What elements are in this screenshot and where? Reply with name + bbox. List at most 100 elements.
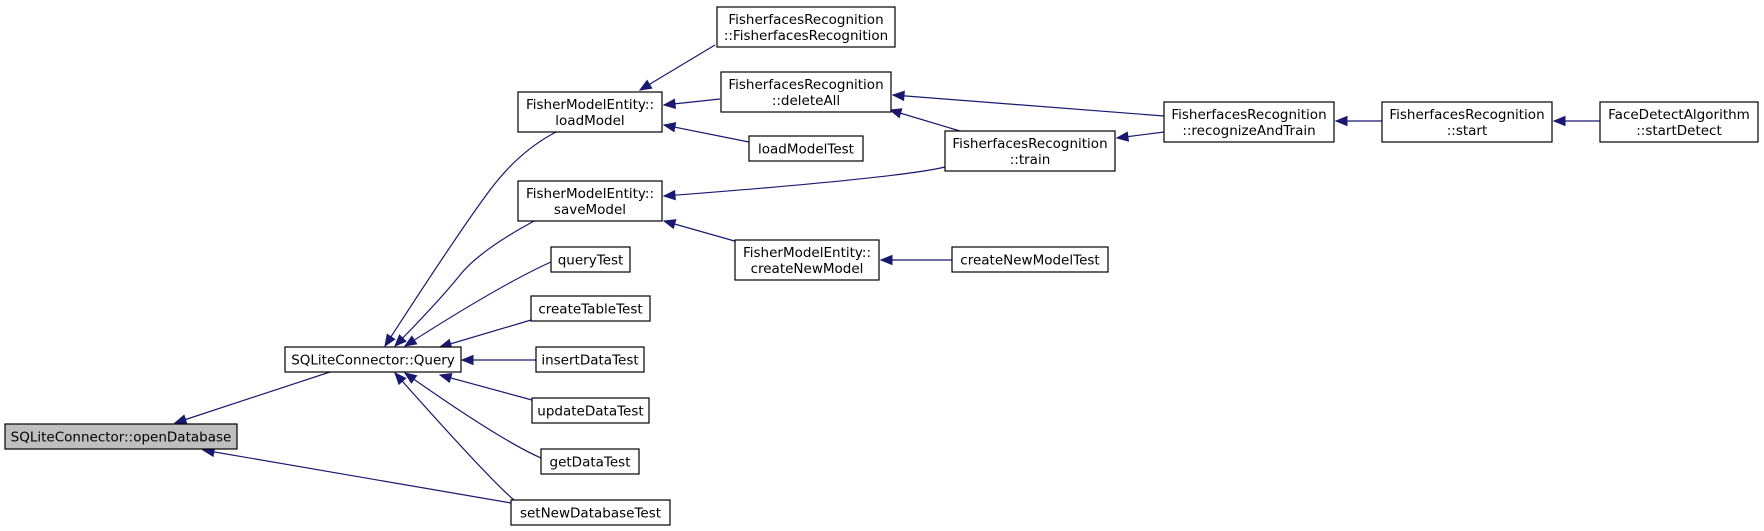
arrowhead <box>662 98 676 109</box>
arrowhead <box>662 122 677 133</box>
node-load-model-test[interactable]: loadModelTest <box>748 135 864 162</box>
arrowhead <box>438 372 453 384</box>
node-label: loadModelTest <box>758 142 854 158</box>
edge-update_data_test-to-query <box>438 372 533 401</box>
node-label: loadModel <box>555 113 624 129</box>
node-box <box>4 423 238 450</box>
edge-load_model-to-query <box>384 130 559 348</box>
node-label: createNewModelTest <box>960 253 1099 269</box>
edge-line <box>663 220 739 243</box>
node-box <box>716 6 896 48</box>
node-box <box>720 71 892 113</box>
arrowhead <box>403 335 418 347</box>
node-load-model[interactable]: FisherModelEntity::loadModel <box>517 91 663 133</box>
node-box <box>535 346 645 373</box>
node-box <box>517 91 663 133</box>
node-box <box>951 246 1109 273</box>
edge-line <box>663 124 750 143</box>
arrowhead <box>394 372 407 386</box>
edge-query_test-to-query <box>403 261 552 347</box>
node-box <box>517 180 663 222</box>
node-label: FisherModelEntity:: <box>743 245 871 261</box>
arrowhead <box>1552 115 1566 127</box>
edge-delete_all-to-load_model <box>662 98 721 109</box>
arrowhead <box>1334 115 1348 127</box>
node-set-new-database-test[interactable]: setNewDatabaseTest <box>510 499 671 526</box>
node-create-table-test[interactable]: createTableTest <box>530 295 651 322</box>
node-delete-all[interactable]: FisherfacesRecognition::deleteAll <box>720 71 892 113</box>
nodes-layer: SQLiteConnector::openDatabase SQLiteConne… <box>4 6 1759 526</box>
node-train[interactable]: FisherfacesRecognition::train <box>944 130 1116 172</box>
edges-layer <box>173 44 1600 504</box>
node-box <box>748 135 864 162</box>
edge-recognize_and_train-to-delete_all <box>891 90 1165 117</box>
arrowhead <box>879 254 893 266</box>
arrowhead <box>662 219 677 230</box>
edge-load_model_test-to-load_model <box>662 122 750 143</box>
node-label: ::deleteAll <box>772 93 840 109</box>
node-get-data-test[interactable]: getDataTest <box>540 448 640 475</box>
edge-create_new_model-to-save_model <box>662 219 739 243</box>
node-box <box>550 246 631 273</box>
node-box <box>1599 101 1759 143</box>
edge-train-to-delete_all <box>888 108 961 132</box>
node-recognize-and-train[interactable]: FisherfacesRecognition::recognizeAndTrai… <box>1163 101 1335 143</box>
edge-line <box>394 372 515 501</box>
node-box <box>540 448 640 475</box>
edge-line <box>174 371 331 424</box>
node-create-new-model-test[interactable]: createNewModelTest <box>951 246 1109 273</box>
node-label: ::train <box>1010 152 1051 168</box>
edge-create_table_test-to-query <box>438 319 532 349</box>
node-label: ::recognizeAndTrain <box>1182 123 1315 139</box>
arrowhead <box>891 90 905 102</box>
node-query[interactable]: SQLiteConnector::Query <box>284 346 462 373</box>
arrowhead <box>1115 131 1130 142</box>
node-label: ::start <box>1447 123 1488 139</box>
node-fisherfaces-ctor[interactable]: FisherfacesRecognition::FisherfacesRecog… <box>716 6 896 48</box>
node-label: queryTest <box>558 253 624 269</box>
node-query-test[interactable]: queryTest <box>550 246 631 273</box>
arrowhead <box>394 334 407 347</box>
node-open-database[interactable]: SQLiteConnector::openDatabase <box>4 423 238 450</box>
node-label: createNewModel <box>751 261 864 277</box>
node-label: FisherfacesRecognition <box>728 12 883 28</box>
node-label: saveModel <box>554 202 626 218</box>
node-update-data-test[interactable]: updateDataTest <box>531 397 650 424</box>
edge-line <box>384 130 559 347</box>
arrowhead <box>638 79 653 91</box>
edge-save_model-to-query <box>394 219 537 347</box>
node-insert-data-test[interactable]: insertDataTest <box>535 346 645 373</box>
arrowhead <box>460 354 474 366</box>
edge-get_data_test-to-query <box>403 372 542 459</box>
node-create-new-model[interactable]: FisherModelEntity::createNewModel <box>734 239 880 281</box>
edge-line <box>404 372 542 459</box>
node-label: ::FisherfacesRecognition <box>724 28 888 44</box>
node-box <box>284 346 462 373</box>
node-save-model[interactable]: FisherModelEntity::saveModel <box>517 180 663 222</box>
node-label: FisherModelEntity:: <box>526 97 654 113</box>
node-label: ::startDetect <box>1636 123 1722 139</box>
edge-query-to-open_database <box>173 371 331 425</box>
edge-start-to-recognize_and_train <box>1334 115 1382 127</box>
edge-line <box>663 166 946 197</box>
node-label: FisherfacesRecognition <box>952 136 1107 152</box>
edge-line <box>439 319 532 348</box>
arrowhead <box>173 414 188 425</box>
edge-start_detect-to-start <box>1552 115 1600 127</box>
node-start-detect[interactable]: FaceDetectAlgorithm::startDetect <box>1599 101 1759 143</box>
edge-recognize_and_train-to-train <box>1115 131 1165 142</box>
node-box <box>734 239 880 281</box>
arrowhead <box>662 189 676 201</box>
arrowhead <box>384 333 396 348</box>
node-box <box>510 499 671 526</box>
node-label: getDataTest <box>550 455 631 471</box>
node-box <box>530 295 651 322</box>
edge-train-to-save_model <box>662 166 946 201</box>
node-label: FaceDetectAlgorithm <box>1608 107 1750 123</box>
edge-line <box>404 261 552 347</box>
edge-line <box>639 44 716 91</box>
edge-line <box>202 449 512 504</box>
node-label: FisherModelEntity:: <box>526 186 654 202</box>
node-start[interactable]: FisherfacesRecognition::start <box>1381 101 1553 143</box>
